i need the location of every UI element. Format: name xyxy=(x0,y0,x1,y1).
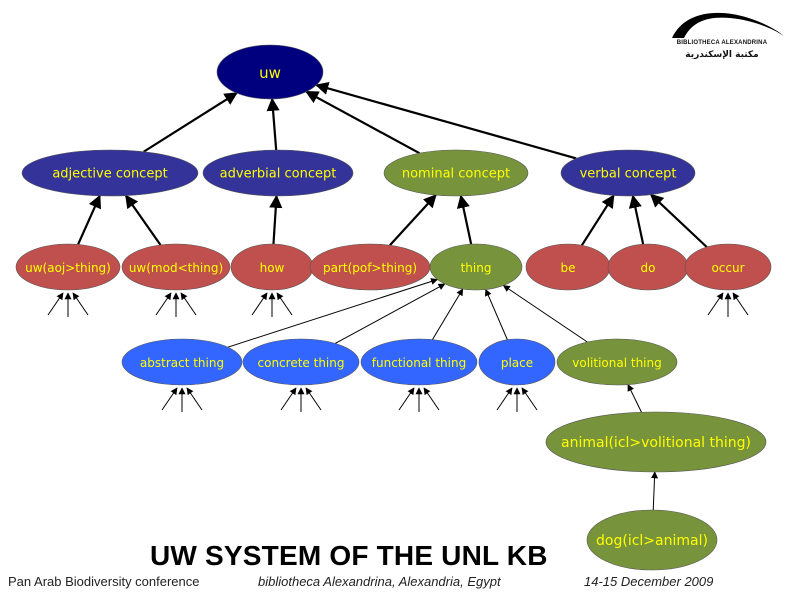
edge-dog-to-animal xyxy=(651,471,659,511)
node-label-nominal: nominal concept xyxy=(402,167,510,182)
edge-nominal-to-uw xyxy=(305,90,421,155)
incoming-arrow-aoj-0 xyxy=(47,292,64,316)
incoming-arrow-concrete-2 xyxy=(305,387,322,411)
node-ellipse-uw xyxy=(216,44,324,100)
edge-aoj-to-adjective xyxy=(77,194,101,245)
node-occur: occur xyxy=(684,243,772,291)
edge-mod-to-adjective xyxy=(124,194,162,246)
incoming-arrow-place-0 xyxy=(496,387,513,411)
node-label-how: how xyxy=(260,261,285,275)
node-label-adverbial: adverbial concept xyxy=(220,167,337,182)
incoming-arrow-abstract-0 xyxy=(161,387,178,411)
node-animal: animal(icl>volitional thing) xyxy=(545,411,767,473)
edge-pof-to-nominal xyxy=(389,194,437,247)
incoming-arrow-mod-2 xyxy=(180,292,197,316)
node-label-mod: uw(mod<thing) xyxy=(129,261,223,275)
edge-adverbial-to-uw xyxy=(266,97,280,151)
node-label-do: do xyxy=(641,261,656,275)
node-ellipse-adverbial xyxy=(202,149,354,197)
logo-arch-icon xyxy=(672,12,784,38)
edge-how-to-adverbial xyxy=(269,194,283,245)
node-volitional: volitional thing xyxy=(556,338,678,386)
node-label-verbal: verbal concept xyxy=(580,167,677,182)
node-how: how xyxy=(230,243,314,291)
incoming-arrow-concrete-0 xyxy=(280,387,297,411)
node-label-be: be xyxy=(561,261,576,275)
incoming-arrow-functional-0 xyxy=(398,387,415,411)
node-label-place: place xyxy=(501,356,533,370)
node-label-occur: occur xyxy=(711,261,744,275)
node-place: place xyxy=(478,338,556,386)
node-ellipse-animal xyxy=(545,411,767,473)
node-dog: dog(icl>animal) xyxy=(586,509,718,571)
footer-conference: Pan Arab Biodiversity conference xyxy=(8,574,200,589)
node-mod: uw(mod<thing) xyxy=(121,243,231,291)
node-verbal: verbal concept xyxy=(560,149,696,197)
node-ellipse-abstract xyxy=(121,338,243,386)
node-label-adjective: adjective concept xyxy=(52,167,167,182)
node-ellipse-aoj xyxy=(15,243,121,291)
incoming-arrow-mod-0 xyxy=(155,292,172,316)
node-label-dog: dog(icl>animal) xyxy=(596,533,708,549)
node-ellipse-volitional xyxy=(556,338,678,386)
node-ellipse-mod xyxy=(121,243,231,291)
node-ellipse-functional xyxy=(360,338,478,386)
edge-adjective-to-uw xyxy=(143,92,238,153)
edge-occur-to-verbal xyxy=(650,193,708,248)
edge-verbal-to-uw xyxy=(315,81,577,160)
incoming-arrow-how-2 xyxy=(276,292,293,316)
incoming-arrow-functional-2 xyxy=(423,387,440,411)
node-label-pof: part(pof>thing) xyxy=(323,261,417,275)
incoming-arrow-aoj-2 xyxy=(72,292,89,316)
incoming-arrow-how-0 xyxy=(251,292,268,316)
node-nominal: nominal concept xyxy=(383,149,529,197)
node-label-volitional: volitional thing xyxy=(572,356,661,370)
node-concrete: concrete thing xyxy=(242,338,360,386)
node-ellipse-thing xyxy=(429,243,523,291)
node-be: be xyxy=(525,243,611,291)
logo-arabic-text: مكتبة الإسكندرية xyxy=(685,50,759,60)
slide-title: UW SYSTEM OF THE UNL KB xyxy=(150,540,548,571)
node-adverbial: adverbial concept xyxy=(202,149,354,197)
footer-date: 14-15 December 2009 xyxy=(584,574,714,589)
node-ellipse-nominal xyxy=(383,149,529,197)
node-ellipse-adjective xyxy=(21,149,199,197)
node-ellipse-concrete xyxy=(242,338,360,386)
edge-concrete-to-thing xyxy=(334,283,446,344)
node-label-animal: animal(icl>volitional thing) xyxy=(561,435,751,451)
node-label-functional: functional thing xyxy=(372,356,466,370)
node-label-aoj: uw(aoj>thing) xyxy=(25,261,111,275)
node-uw: uw xyxy=(216,44,324,100)
edge-volitional-to-thing xyxy=(502,285,588,343)
node-label-concrete: concrete thing xyxy=(258,356,345,370)
node-adjective: adjective concept xyxy=(21,149,199,197)
node-abstract: abstract thing xyxy=(121,338,243,386)
node-thing: thing xyxy=(429,243,523,291)
node-ellipse-place xyxy=(478,338,556,386)
node-ellipse-dog xyxy=(586,509,718,571)
bibliotheca-alexandrina-logo: BIBLIOTHECA ALEXANDRINA مكتبة الإسكندرية xyxy=(652,8,792,68)
edge-functional-to-thing xyxy=(431,288,464,340)
node-label-uw: uw xyxy=(259,64,281,82)
node-ellipse-occur xyxy=(684,243,772,291)
edge-abstract-to-thing xyxy=(227,278,439,348)
edge-thing-to-nominal xyxy=(456,194,473,245)
node-label-thing: thing xyxy=(461,261,492,275)
node-do: do xyxy=(607,243,689,291)
logo-text: BIBLIOTHECA ALEXANDRINA xyxy=(676,40,768,46)
edge-animal-to-volitional xyxy=(627,383,642,413)
edge-do-to-verbal xyxy=(628,194,645,245)
node-functional: functional thing xyxy=(360,338,478,386)
node-ellipse-verbal xyxy=(560,149,696,197)
edge-be-to-verbal xyxy=(580,194,615,246)
footer-location: bibliotheca Alexandrina, Alexandria, Egy… xyxy=(258,574,501,589)
incoming-arrow-occur-0 xyxy=(707,292,724,316)
edge-place-to-thing xyxy=(484,288,508,340)
node-label-abstract: abstract thing xyxy=(140,356,224,370)
incoming-arrow-place-2 xyxy=(521,387,538,411)
node-pof: part(pof>thing) xyxy=(309,243,431,291)
incoming-arrow-occur-2 xyxy=(732,292,749,316)
incoming-arrow-abstract-2 xyxy=(186,387,203,411)
node-aoj: uw(aoj>thing) xyxy=(15,243,121,291)
